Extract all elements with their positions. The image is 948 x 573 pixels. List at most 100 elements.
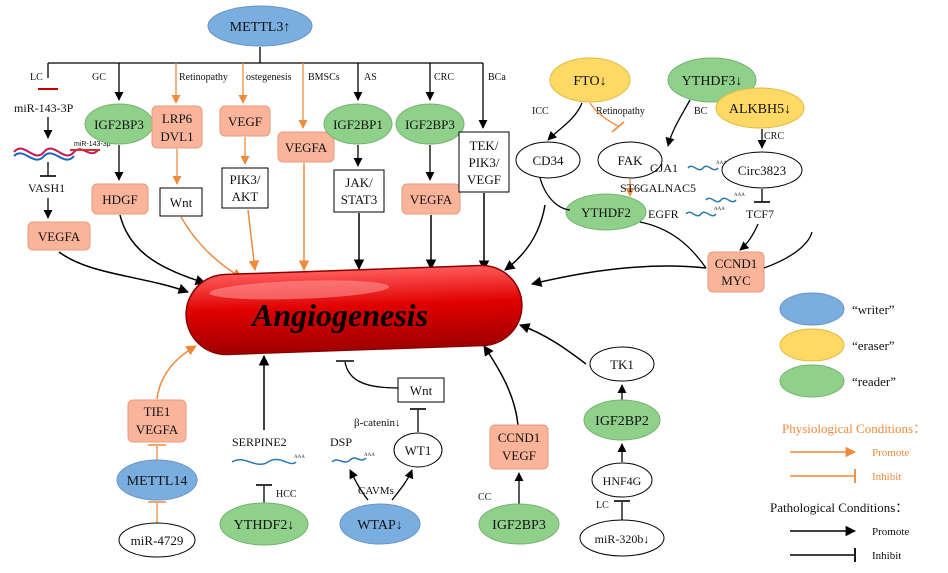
fak-label: FAK [617, 153, 643, 168]
legend: “writer” “eraser” “reader” Physiological… [770, 292, 926, 562]
cond-retinopathy2: Retinopathy [596, 106, 645, 117]
wt1-node [393, 432, 443, 468]
circ3823-label: Circ3823 [738, 163, 786, 178]
angiogenesis-node: Angiogenesis [185, 264, 523, 356]
fto-node [549, 57, 631, 103]
stat3-label: STAT3 [341, 192, 378, 207]
hnf4g-node [591, 462, 653, 498]
vegfa-bmsc-box [277, 131, 335, 163]
pik3-akt-box [221, 167, 269, 209]
tcf7-label: TCF7 [746, 207, 774, 221]
cond-icc: ICC [532, 106, 549, 117]
mir320-node [579, 519, 665, 557]
alkbh5-node [715, 87, 805, 129]
cond-lc: LC [30, 72, 43, 83]
vegfa-left-box [27, 221, 91, 251]
fto-cd34-arrow [547, 102, 583, 141]
jak-label: JAK/ [345, 175, 373, 190]
ccnd1-b-label: CCND1 [498, 430, 541, 445]
st6-label: ST6GALNAC5 [620, 181, 696, 195]
mirna-wave: miR-143-3p [13, 141, 111, 161]
wt1-label: WT1 [405, 443, 432, 458]
gja1-aaa: AAA [716, 161, 727, 166]
legend-writer-swatch [779, 292, 845, 326]
legend-phys-inhibit-label: Inhibit [872, 471, 901, 483]
wtap-label: WTAP↓ [357, 518, 403, 533]
dsp-aaa: AAA [364, 453, 375, 458]
arrows-into-angiogenesis-top [58, 163, 490, 294]
wnt-top-box [159, 187, 203, 217]
ythdf3-node [667, 57, 757, 103]
cd34-node [515, 141, 581, 179]
ccnd1-myc-box [707, 251, 765, 293]
vegfa-crc-label: VEGFA [410, 192, 453, 207]
st6-mrna [705, 197, 737, 203]
egfr-aaa: AAA [714, 207, 725, 212]
ccnd1-vegf-angio-arrow [483, 345, 519, 426]
igf2bp3-crc-label: IGF2BP3 [405, 117, 455, 132]
ythdf3-gja1-arrow [665, 99, 691, 147]
mettl3-node [207, 5, 313, 47]
mir143-label: miR-143-3P [14, 101, 74, 115]
dvl1-label: DVL1 [160, 129, 193, 144]
st6-aaa: AAA [734, 193, 745, 198]
dsp-label: DSP [330, 435, 352, 449]
mettl14-label: METTL14 [127, 474, 188, 489]
wtap-dsp-arrow [349, 469, 369, 501]
cond-hcc: HCC [276, 489, 297, 500]
cond-as: AS [364, 72, 377, 83]
mir4729-node [118, 522, 196, 558]
hdgf-box [91, 183, 149, 215]
tk1-angio-arrow [519, 323, 587, 365]
top-branch-lines [47, 47, 488, 129]
igf2bp1-label: IGF2BP1 [333, 117, 383, 132]
gja1-label: GJA1 [650, 161, 678, 175]
tek-label: TEK/ [470, 138, 499, 153]
mir4729-label: miR-4729 [131, 533, 184, 548]
myc-label: MYC [721, 273, 751, 288]
igf2bp3-crc-node [395, 103, 465, 145]
wnt-top-label: Wnt [170, 195, 193, 210]
hdgf-label: HDGF [102, 192, 137, 207]
akt-label: AKT [232, 189, 259, 204]
vegf-b-label: VEGF [502, 448, 536, 463]
cond-cavms: CAVMs [358, 485, 394, 497]
angiogenesis-label: Angiogenesis [250, 297, 428, 333]
pik3-2-label: PIK3/ [468, 155, 499, 170]
legend-eraser-swatch [779, 328, 845, 362]
pik3-label: PIK3/ [229, 172, 260, 187]
fto-label: FTO↓ [573, 74, 606, 89]
tk1-label: TK1 [610, 357, 634, 372]
tie1-angio-arrow [156, 345, 197, 400]
wtap-node [339, 503, 421, 545]
legend-eraser-label: “eraser” [852, 338, 895, 353]
legend-phys-promote-label: Promote [872, 447, 909, 459]
cd34-angio-arrow [539, 177, 571, 211]
legend-reader-label: “reader” [852, 374, 896, 389]
cond-crc: CRC [434, 72, 454, 83]
igf2bp1-node [323, 103, 393, 145]
ythdf2-mid-node [565, 193, 647, 231]
legend-phys-title: Physiological Conditions： [782, 421, 926, 436]
dsp-mrna [331, 457, 367, 463]
fto-fak-inhibit-bar [611, 121, 625, 133]
ythdf2-mid-label: YTHDF2 [581, 205, 631, 220]
legend-reader-swatch [779, 364, 845, 398]
mir320-label: miR-320b↓ [595, 532, 650, 546]
vegfa-left-label: VEGFA [38, 229, 81, 244]
cond-lc2: LC [596, 500, 609, 511]
serpine2-label: SERPINE2 [232, 435, 287, 449]
vash1-label: VASH1 [28, 181, 65, 195]
ythdf2-bottom-node [219, 502, 309, 546]
serpine2-aaa: AAA [294, 455, 305, 460]
wnt-angio-inhibit [344, 361, 399, 389]
cond-crc2: CRC [764, 131, 784, 142]
lrp6-dvl1-box [151, 105, 203, 149]
legend-path-title: Pathological Conditions： [770, 500, 908, 515]
wnt-bottom-label: Wnt [410, 383, 433, 398]
cond-bmscs: BMSCs [308, 72, 340, 83]
circ3823-node [721, 151, 803, 189]
wtap-wt1-arrow [391, 469, 414, 501]
egfr-label: EGFR [648, 207, 679, 221]
